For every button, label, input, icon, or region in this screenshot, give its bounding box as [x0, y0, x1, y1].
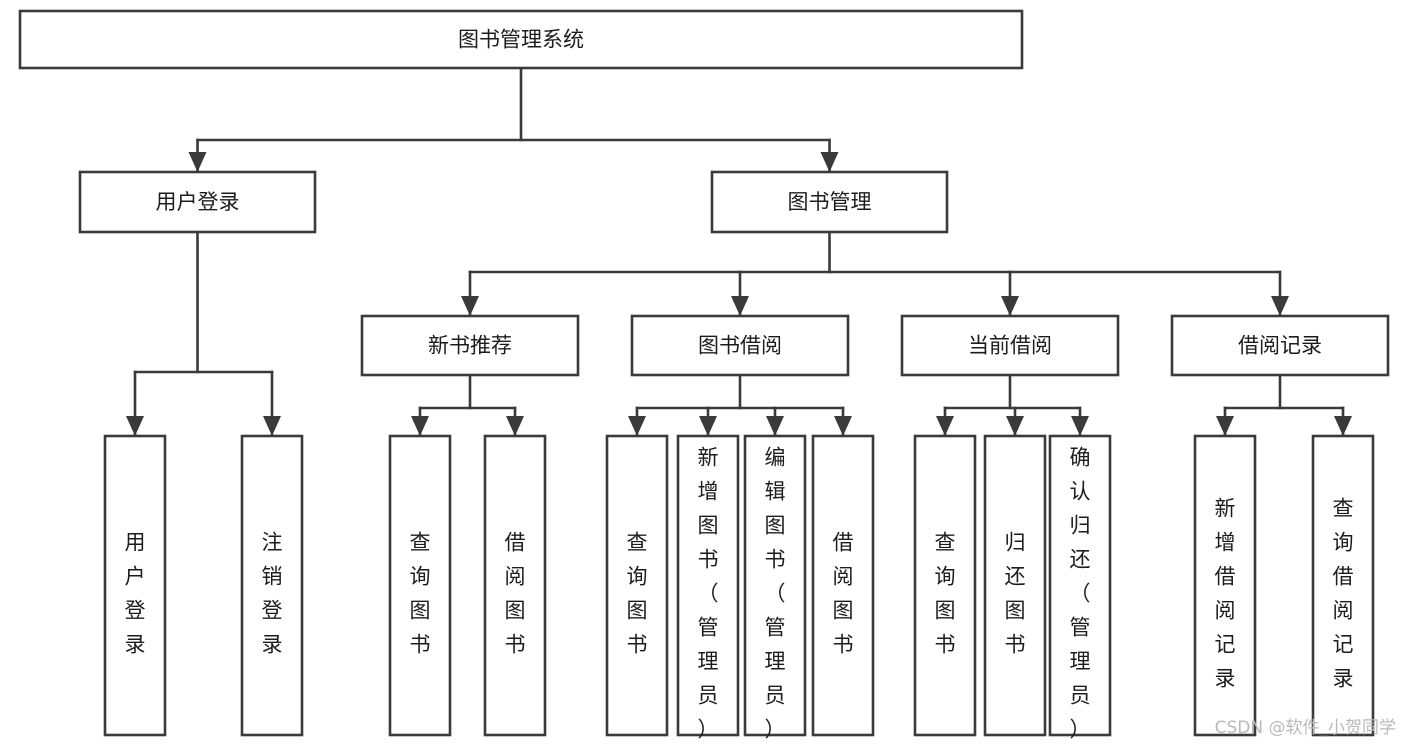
watermark-label: CSDN @软件_小贺同学	[1215, 718, 1396, 738]
leaf-leaf-add-borrow-record[interactable]: 新增借阅记录	[1193, 434, 1257, 737]
node-current-borrow[interactable]: 当前借阅	[900, 314, 1120, 377]
leaf-leaf-query-book-rec[interactable]: 查询图书	[388, 434, 452, 737]
leaf-leaf-query-book-current-label: 查询图书	[935, 531, 956, 657]
leaf-leaf-borrow-book-rec[interactable]: 借阅图书	[483, 434, 547, 737]
leaf-leaf-return-book-box[interactable]	[983, 434, 1047, 737]
leaf-leaf-add-book-admin-label: 新增图书（管理员）	[698, 446, 719, 742]
conn-book-borrow-arrow-0	[628, 416, 646, 436]
conn-book-borrow-arrow-2	[766, 416, 784, 436]
leaf-leaf-confirm-return-admin-box[interactable]	[1048, 434, 1112, 737]
node-borrow-record-label: 借阅记录	[1238, 334, 1322, 358]
conn-current-borrow-arrow-0	[936, 416, 954, 436]
conn-new-book-recommend-arrow-1	[506, 416, 524, 436]
conn-root-arrow-0	[188, 152, 207, 172]
leaf-leaf-borrow-book[interactable]: 借阅图书	[811, 434, 875, 737]
nodes-layer: 图书管理系统用户登录图书管理新书推荐图书借阅当前借阅借阅记录用户登录注销登录查询…	[18, 9, 1390, 742]
conn-current-borrow-arrow-1	[1006, 416, 1024, 436]
node-book-borrow[interactable]: 图书借阅	[630, 314, 850, 377]
leaf-leaf-edit-book-admin-box[interactable]	[743, 434, 807, 737]
node-current-borrow-box[interactable]	[900, 314, 1120, 377]
conn-user-login-arrow-0	[126, 416, 144, 436]
leaf-leaf-add-book-admin[interactable]: 新增图书（管理员）	[676, 434, 740, 742]
leaf-leaf-user-login-box[interactable]	[103, 434, 167, 737]
leaf-leaf-confirm-return-admin-label: 确认归还（管理员）	[1070, 446, 1091, 742]
node-user-login[interactable]: 用户登录	[78, 170, 317, 234]
leaf-leaf-add-book-admin-box[interactable]	[676, 434, 740, 737]
leaf-leaf-query-borrow-record-box[interactable]	[1311, 434, 1375, 737]
conn-new-book-recommend-arrow-0	[411, 416, 429, 436]
node-root-label: 图书管理系统	[458, 28, 584, 52]
leaf-leaf-query-book-borrow[interactable]: 查询图书	[605, 434, 669, 737]
node-new-book-recommend-label: 新书推荐	[428, 334, 512, 358]
conn-book-management-arrow-0	[461, 296, 479, 316]
conn-book-borrow-arrow-1	[699, 416, 717, 436]
leaf-leaf-return-book[interactable]: 归还图书	[983, 434, 1047, 737]
connectors-layer	[126, 66, 1352, 438]
leaf-leaf-borrow-book-label: 借阅图书	[833, 531, 854, 657]
leaf-leaf-query-borrow-record-label: 查询借阅记录	[1333, 497, 1354, 691]
leaf-leaf-logout-login[interactable]: 注销登录	[240, 434, 304, 737]
leaf-leaf-add-borrow-record-box[interactable]	[1193, 434, 1257, 737]
node-book-management-box[interactable]	[710, 170, 949, 234]
node-book-borrow-box[interactable]	[630, 314, 850, 377]
leaf-leaf-borrow-book-rec-label: 借阅图书	[505, 531, 526, 657]
conn-user-login-arrow-1	[263, 416, 281, 436]
conn-book-management-arrow-1	[731, 296, 749, 316]
leaf-leaf-borrow-book-rec-box[interactable]	[483, 434, 547, 737]
leaf-leaf-return-book-label: 归还图书	[1005, 531, 1026, 657]
leaf-leaf-query-borrow-record[interactable]: 查询借阅记录	[1311, 434, 1375, 737]
conn-book-management-arrow-2	[1001, 296, 1019, 316]
node-borrow-record[interactable]: 借阅记录	[1170, 314, 1390, 377]
node-book-management[interactable]: 图书管理	[710, 170, 949, 234]
node-root-box[interactable]	[18, 9, 1024, 70]
conn-borrow-record-arrow-0	[1216, 416, 1234, 436]
node-book-management-label: 图书管理	[788, 190, 872, 214]
node-book-borrow-label: 图书借阅	[698, 334, 782, 358]
conn-borrow-record-arrow-1	[1334, 416, 1352, 436]
leaf-leaf-edit-book-admin[interactable]: 编辑图书（管理员）	[743, 434, 807, 742]
node-new-book-recommend-box[interactable]	[360, 314, 580, 377]
node-user-login-box[interactable]	[78, 170, 317, 234]
leaf-leaf-query-book-rec-box[interactable]	[388, 434, 452, 737]
leaf-leaf-query-book-current[interactable]: 查询图书	[913, 434, 977, 737]
leaf-leaf-user-login-label: 用户登录	[125, 531, 146, 657]
leaf-leaf-borrow-book-box[interactable]	[811, 434, 875, 737]
leaf-leaf-logout-login-label: 注销登录	[262, 531, 283, 657]
leaf-leaf-logout-login-box[interactable]	[240, 434, 304, 737]
node-borrow-record-box[interactable]	[1170, 314, 1390, 377]
conn-book-management-arrow-3	[1271, 296, 1289, 316]
leaf-leaf-confirm-return-admin[interactable]: 确认归还（管理员）	[1048, 434, 1112, 742]
leaf-leaf-edit-book-admin-label: 编辑图书（管理员）	[765, 446, 786, 742]
node-user-login-label: 用户登录	[156, 190, 240, 214]
conn-root-arrow-1	[820, 152, 839, 172]
node-new-book-recommend[interactable]: 新书推荐	[360, 314, 580, 377]
leaf-leaf-query-book-current-box[interactable]	[913, 434, 977, 737]
leaf-leaf-add-borrow-record-label: 新增借阅记录	[1215, 497, 1236, 691]
leaf-leaf-query-book-rec-label: 查询图书	[410, 531, 431, 657]
conn-current-borrow-arrow-2	[1071, 416, 1089, 436]
leaf-leaf-user-login[interactable]: 用户登录	[103, 434, 167, 737]
leaf-leaf-query-book-borrow-label: 查询图书	[627, 531, 648, 657]
node-root[interactable]: 图书管理系统	[18, 9, 1024, 70]
node-current-borrow-label: 当前借阅	[968, 334, 1052, 358]
conn-book-borrow-arrow-3	[834, 416, 852, 436]
leaf-leaf-query-book-borrow-box[interactable]	[605, 434, 669, 737]
